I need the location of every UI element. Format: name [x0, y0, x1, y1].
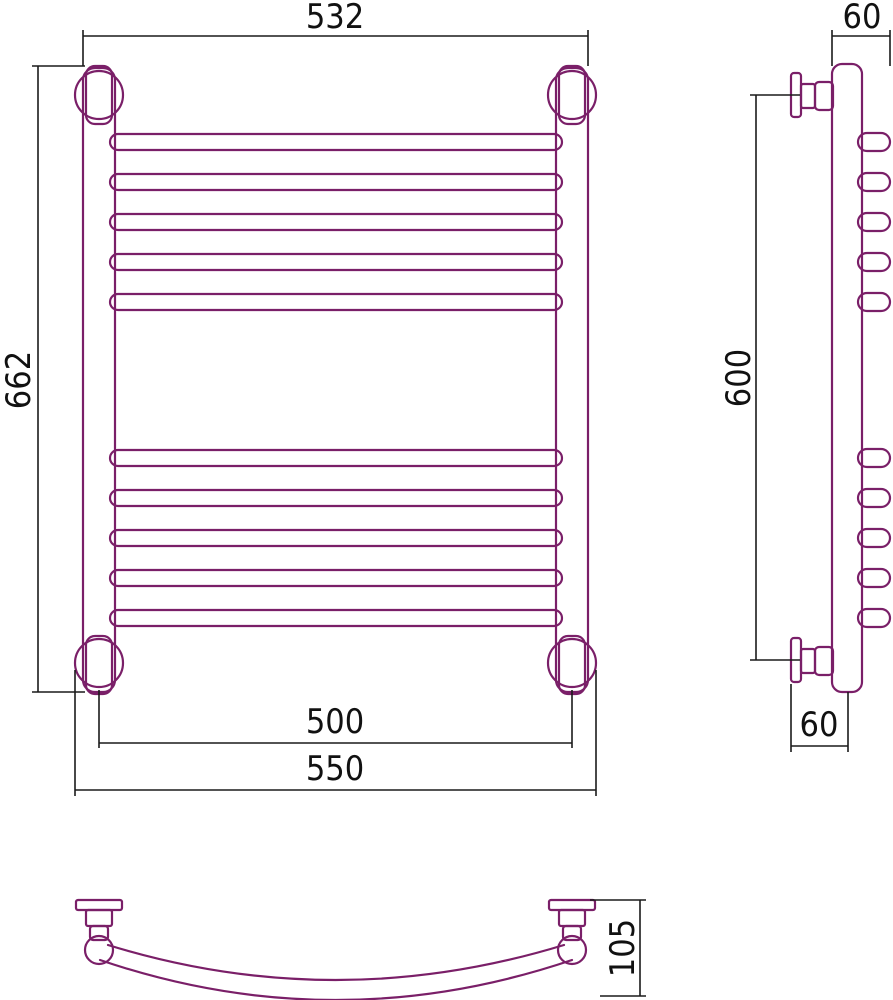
dim-bottom-outer-label: 550	[306, 749, 364, 789]
side-top-mount	[789, 71, 835, 119]
rung	[108, 488, 564, 508]
side-view: 60 600 60	[719, 0, 892, 752]
lower-rungs	[108, 448, 564, 628]
dim-side-top-depth-label: 60	[843, 0, 882, 37]
rung	[108, 528, 564, 548]
dim-overall-height-label: 662	[0, 351, 39, 409]
side-vertical-pipe	[830, 62, 864, 694]
dim-bottom-outer: 550	[74, 670, 597, 796]
front-view: 532 662 500 550	[0, 0, 598, 796]
dim-bottom-inner: 500	[98, 690, 573, 748]
dim-side-bottom-depth-label: 60	[800, 705, 839, 745]
upper-rungs	[108, 132, 564, 312]
rung	[108, 608, 564, 628]
side-upper-stubs	[856, 131, 892, 313]
dim-side-height-label: 600	[719, 349, 759, 407]
plan-view: 105	[74, 898, 646, 1000]
rung	[108, 252, 564, 272]
top-right-mount	[546, 64, 598, 126]
rung	[108, 568, 564, 588]
side-lower-stubs	[856, 447, 892, 629]
dim-overall-height: 662	[0, 65, 85, 693]
dim-side-top-depth: 60	[831, 0, 891, 66]
dim-top-width-label: 532	[306, 0, 364, 37]
dim-side-height: 600	[719, 94, 800, 661]
right-vertical-pipe	[554, 66, 590, 694]
side-bottom-mount	[789, 636, 835, 684]
dim-plan-depth-label: 105	[603, 919, 643, 977]
dim-side-bottom-depth: 60	[790, 684, 849, 752]
rung	[108, 212, 564, 232]
dim-top-width: 532	[82, 0, 589, 66]
top-left-mount	[73, 64, 125, 126]
rung	[108, 292, 564, 312]
rung	[108, 172, 564, 192]
rung	[108, 132, 564, 152]
dim-bottom-inner-label: 500	[306, 702, 364, 742]
dim-plan-depth: 105	[590, 899, 646, 997]
left-vertical-pipe	[81, 66, 117, 694]
curved-rail-inner	[106, 943, 566, 982]
rung	[108, 448, 564, 468]
